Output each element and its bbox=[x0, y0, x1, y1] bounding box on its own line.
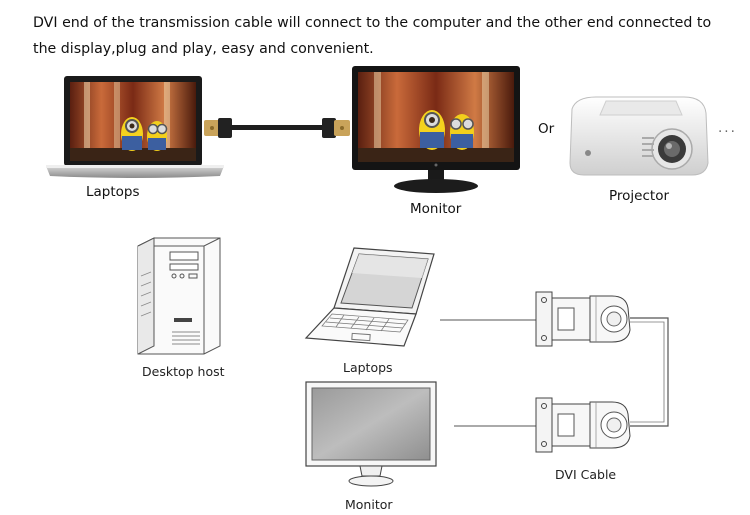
intro-text: DVI end of the transmission cable will c… bbox=[33, 10, 733, 62]
or-label: Or bbox=[538, 121, 555, 137]
top-laptop-label: Laptops bbox=[86, 184, 140, 200]
desktop-host-label: Desktop host bbox=[142, 364, 225, 379]
top-projector-label: Projector bbox=[609, 188, 669, 204]
projector-photo bbox=[569, 96, 709, 176]
dvi-cable-label: DVI Cable bbox=[555, 467, 617, 482]
intro-line-2: the display,plug and play, easy and conv… bbox=[33, 41, 374, 57]
bottom-laptop-label: Laptops bbox=[343, 360, 393, 375]
intro-line-1: DVI end of the transmission cable will c… bbox=[33, 15, 712, 31]
ellipsis-text: ... bbox=[718, 120, 737, 136]
bottom-monitor-label: Monitor bbox=[345, 497, 393, 512]
monitor-photo bbox=[352, 66, 520, 193]
dvi-cable-photo bbox=[204, 118, 350, 138]
laptop-drawing bbox=[304, 247, 435, 347]
dvi-connector-bottom-icon bbox=[535, 397, 631, 453]
monitor-drawing bbox=[305, 381, 437, 487]
top-monitor-label: Monitor bbox=[410, 201, 462, 217]
desktop-tower-icon bbox=[137, 237, 221, 355]
laptop-photo bbox=[46, 76, 224, 178]
dvi-connector-top-icon bbox=[535, 291, 631, 347]
dvi-cable-drawing bbox=[440, 291, 669, 453]
